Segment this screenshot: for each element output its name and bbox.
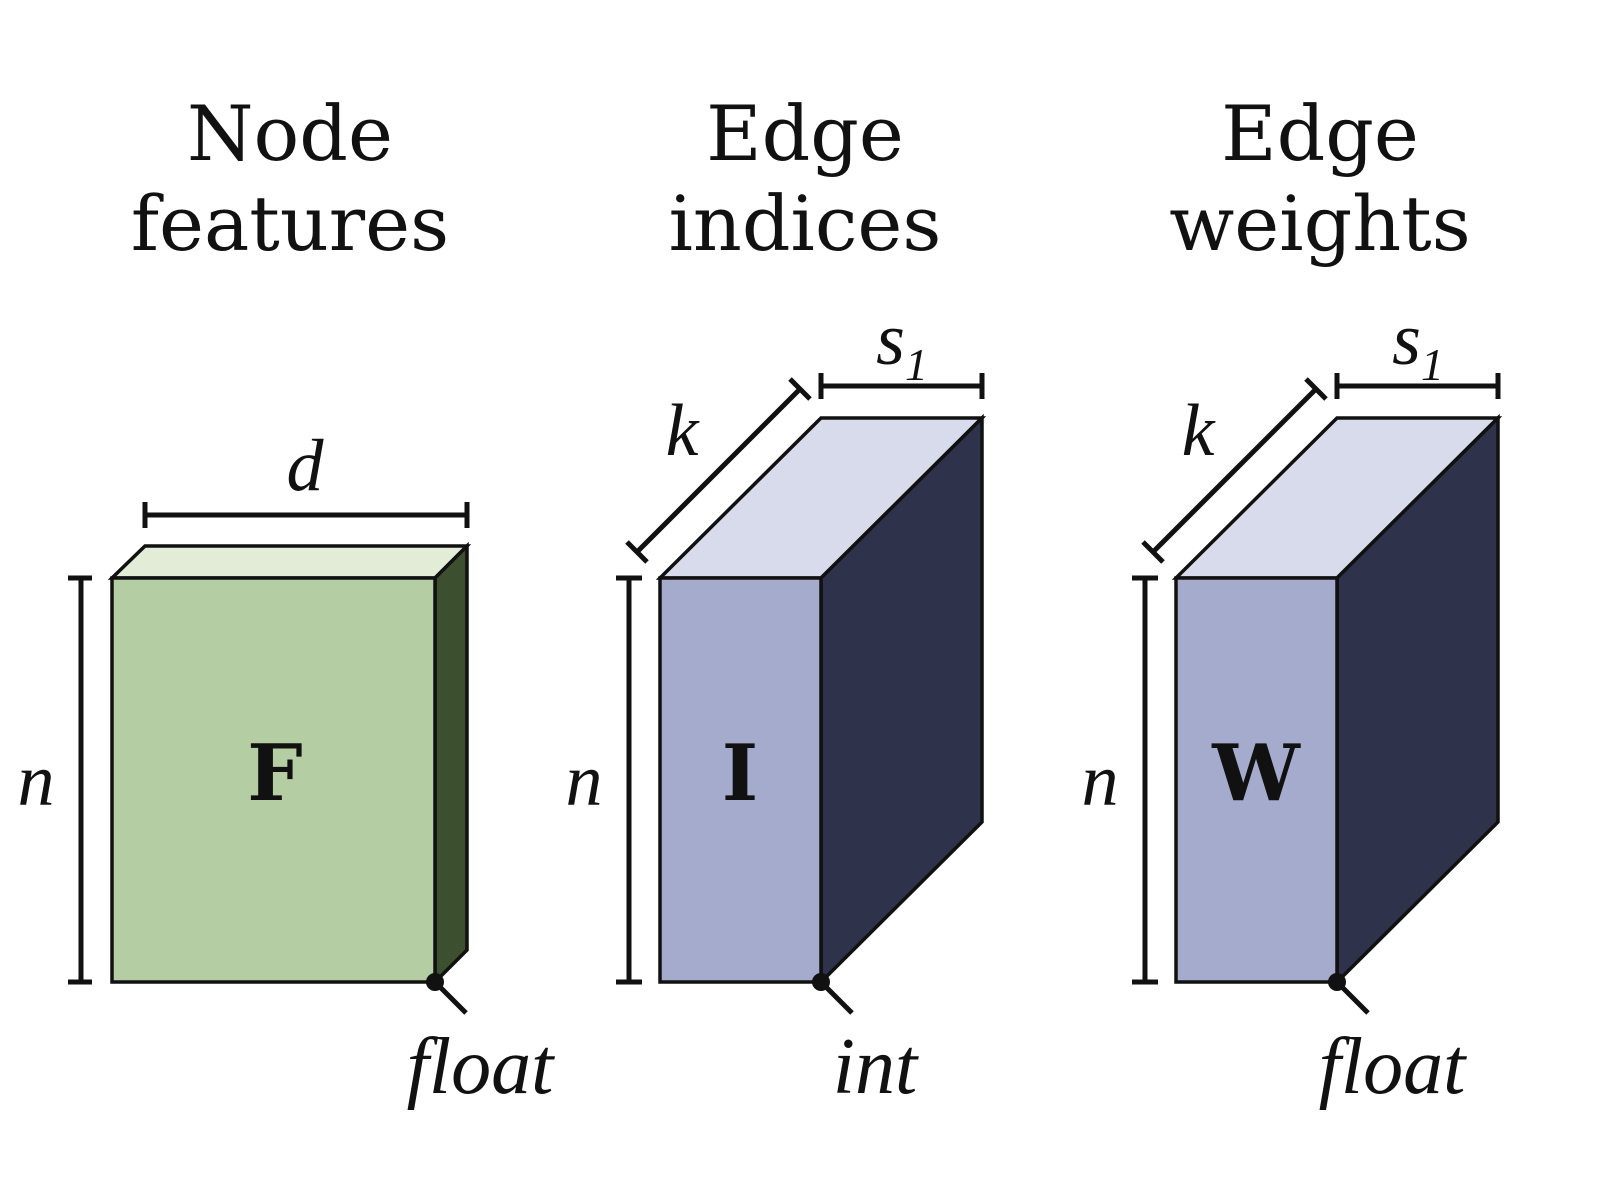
width-dimension-bar [1334, 373, 1501, 399]
title-line-2: features [131, 179, 449, 268]
panel-node-features: Node features d n F float [18, 89, 556, 1111]
dtype-marker [1328, 973, 1346, 991]
rows-dimension-label: n [566, 740, 603, 822]
rows-dimension-bar [616, 575, 642, 985]
title-line-1: Edge [706, 89, 904, 178]
panel-edge-indices: Edge indices s1 k n I int [566, 89, 987, 1111]
dtype-marker [812, 973, 830, 991]
width-dimension-label: s1 [876, 299, 928, 390]
depth-dimension-bar [625, 377, 812, 564]
panel-edge-weights: Edge weights s1 k n W float [1082, 89, 1503, 1111]
dtype-marker [426, 973, 444, 991]
matrix-front-face [658, 576, 823, 984]
dtype-label: int [833, 1023, 919, 1111]
width-dimension-bar [142, 502, 470, 528]
title-line-1: Node [187, 89, 393, 178]
matrix-label: I [722, 728, 759, 819]
rows-dimension-bar [1132, 575, 1158, 985]
matrix-side-face [433, 541, 469, 987]
matrix-label: W [1211, 728, 1301, 819]
width-dimension-label: d [287, 425, 325, 507]
matrix-front-face [1174, 576, 1339, 984]
depth-dimension-bar [1141, 377, 1328, 564]
dtype-label: float [1319, 1023, 1467, 1111]
dtype-label: float [407, 1023, 555, 1111]
rows-dimension-label: n [1082, 740, 1119, 822]
title-line-2: weights [1169, 179, 1470, 268]
matrix-front-face [110, 576, 437, 984]
rows-dimension-label: n [18, 740, 55, 822]
depth-dimension-label: k [1182, 390, 1216, 472]
width-dimension-bar [818, 373, 985, 399]
width-dimension-label: s1 [1392, 299, 1444, 390]
title-line-2: indices [669, 179, 942, 268]
matrix-label: F [247, 728, 302, 819]
depth-dimension-label: k [666, 390, 700, 472]
rows-dimension-bar [68, 575, 92, 985]
title-line-1: Edge [1221, 89, 1419, 178]
matrix-top-face [107, 544, 472, 580]
